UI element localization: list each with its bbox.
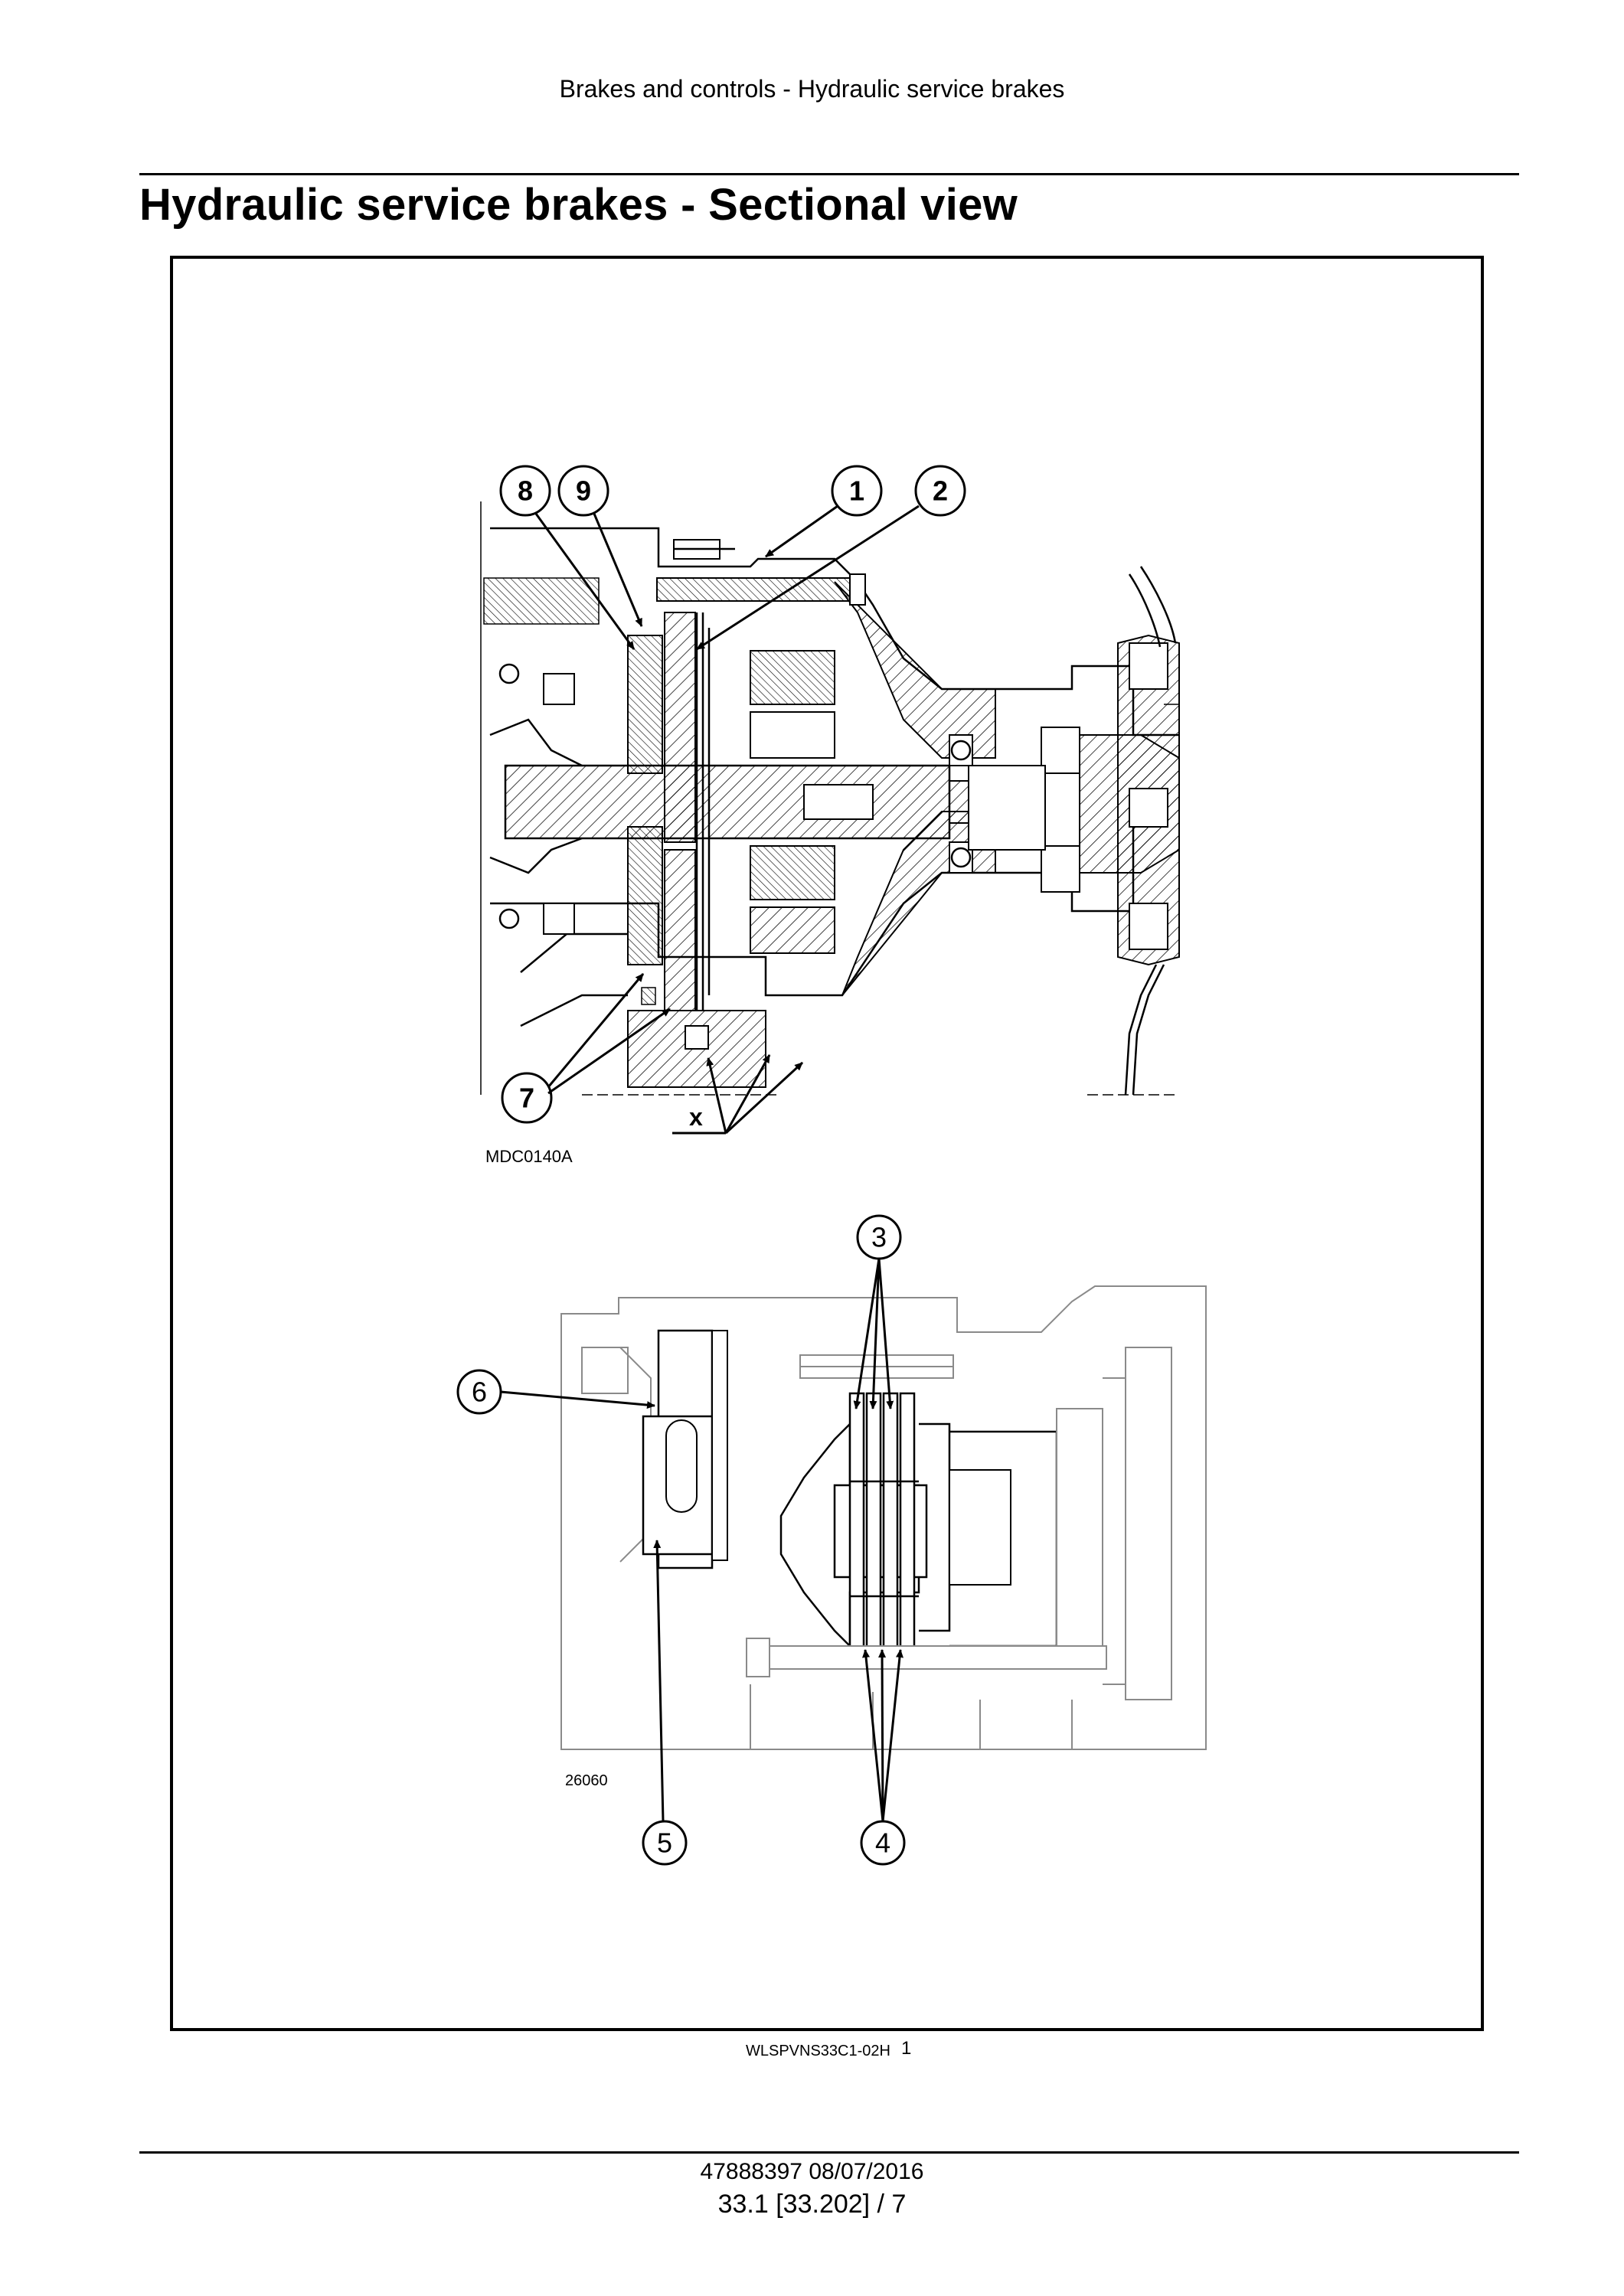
svg-text:3: 3	[871, 1222, 887, 1253]
figure-frame	[170, 256, 1484, 2031]
bottom-exploded-view: 3 6 5 4 26060	[456, 1214, 1207, 1866]
callout-9: 9	[557, 465, 609, 517]
svg-text:6: 6	[472, 1377, 487, 1408]
svg-text:4: 4	[875, 1827, 890, 1859]
callout-7: 7	[501, 1072, 553, 1124]
header-rule	[139, 173, 1519, 175]
running-header: Brakes and controls - Hydraulic service …	[559, 75, 1065, 103]
callout-8: 8	[499, 465, 551, 517]
top-sectional-view: 8 9 1 2 7 x MDC0140A	[480, 465, 1180, 1166]
callout-4: 4	[860, 1820, 906, 1866]
callout-2: 2	[914, 465, 966, 517]
svg-text:1: 1	[849, 475, 864, 507]
drawing-code-top: MDC0140A	[485, 1147, 573, 1166]
svg-text:8: 8	[518, 475, 533, 507]
svg-text:2: 2	[933, 475, 948, 507]
footer-rule	[139, 2151, 1519, 2154]
x-annotation: x	[689, 1103, 703, 1131]
drawing-code-bottom: 26060	[565, 1772, 608, 1789]
callout-1: 1	[831, 465, 883, 517]
svg-text:9: 9	[576, 475, 591, 507]
callout-6: 6	[456, 1369, 502, 1415]
page-reference: 33.1 [33.202] / 7	[717, 2190, 907, 2219]
figure-reference-code: WLSPVNS33C1-02H	[746, 2043, 890, 2059]
callout-5: 5	[642, 1820, 688, 1866]
svg-text:5: 5	[657, 1827, 672, 1859]
document-id: 47888397 08/07/2016	[700, 2159, 924, 2184]
svg-text:7: 7	[519, 1083, 534, 1114]
figure-number: 1	[901, 2038, 912, 2059]
callout-3: 3	[856, 1214, 902, 1260]
page-title: Hydraulic service brakes - Sectional vie…	[139, 180, 1018, 230]
